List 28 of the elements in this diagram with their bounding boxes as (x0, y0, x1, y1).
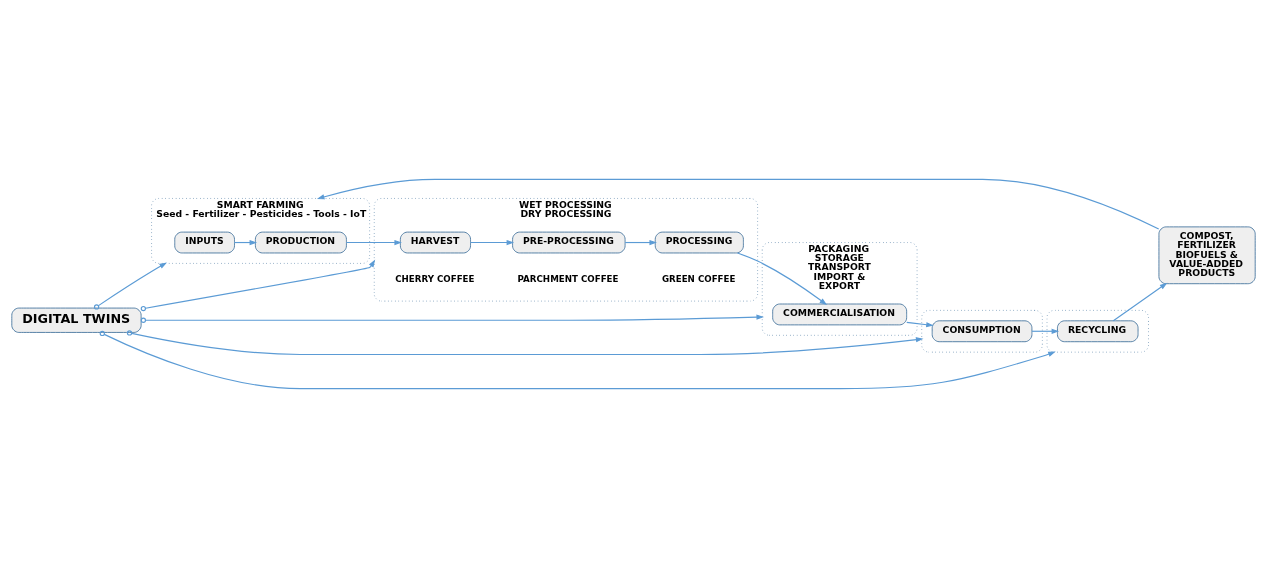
node-box: INPUTS (174, 231, 235, 253)
arrow (316, 178, 1160, 229)
node-label: CHERRY COFFEE (395, 273, 475, 284)
arrow (736, 251, 828, 305)
arrow (624, 239, 657, 245)
node-label: GREEN COFFEE (661, 273, 736, 284)
node-label: PARCHMENT COFFEE (517, 273, 619, 284)
node-box: PRODUCTION (254, 231, 347, 253)
node-box: HARVEST (399, 231, 471, 253)
node-box: COMPOST, FERTILIZER BIOFUELS & VALUE-ADDED PRODUCTS (1158, 225, 1256, 284)
node-box: COMMERCIALISATION (772, 303, 908, 325)
arrow (1112, 282, 1168, 321)
node-box: CONSUMPTION (931, 319, 1033, 342)
arrow (140, 314, 764, 323)
arrow (140, 259, 376, 311)
cluster (1046, 309, 1149, 353)
arrow (126, 329, 924, 355)
arrow (93, 262, 167, 310)
node-box: PRE-PROCESSING (512, 231, 626, 253)
arrow (1031, 328, 1060, 334)
node-box: PROCESSING (654, 231, 744, 253)
cluster (921, 309, 1043, 353)
arrow (99, 330, 1056, 389)
node-box: RECYCLING (1057, 319, 1139, 342)
arrow (906, 321, 934, 327)
arrow (470, 239, 515, 245)
node-box: DIGITAL TWINS (11, 307, 142, 333)
arrow (345, 239, 402, 245)
